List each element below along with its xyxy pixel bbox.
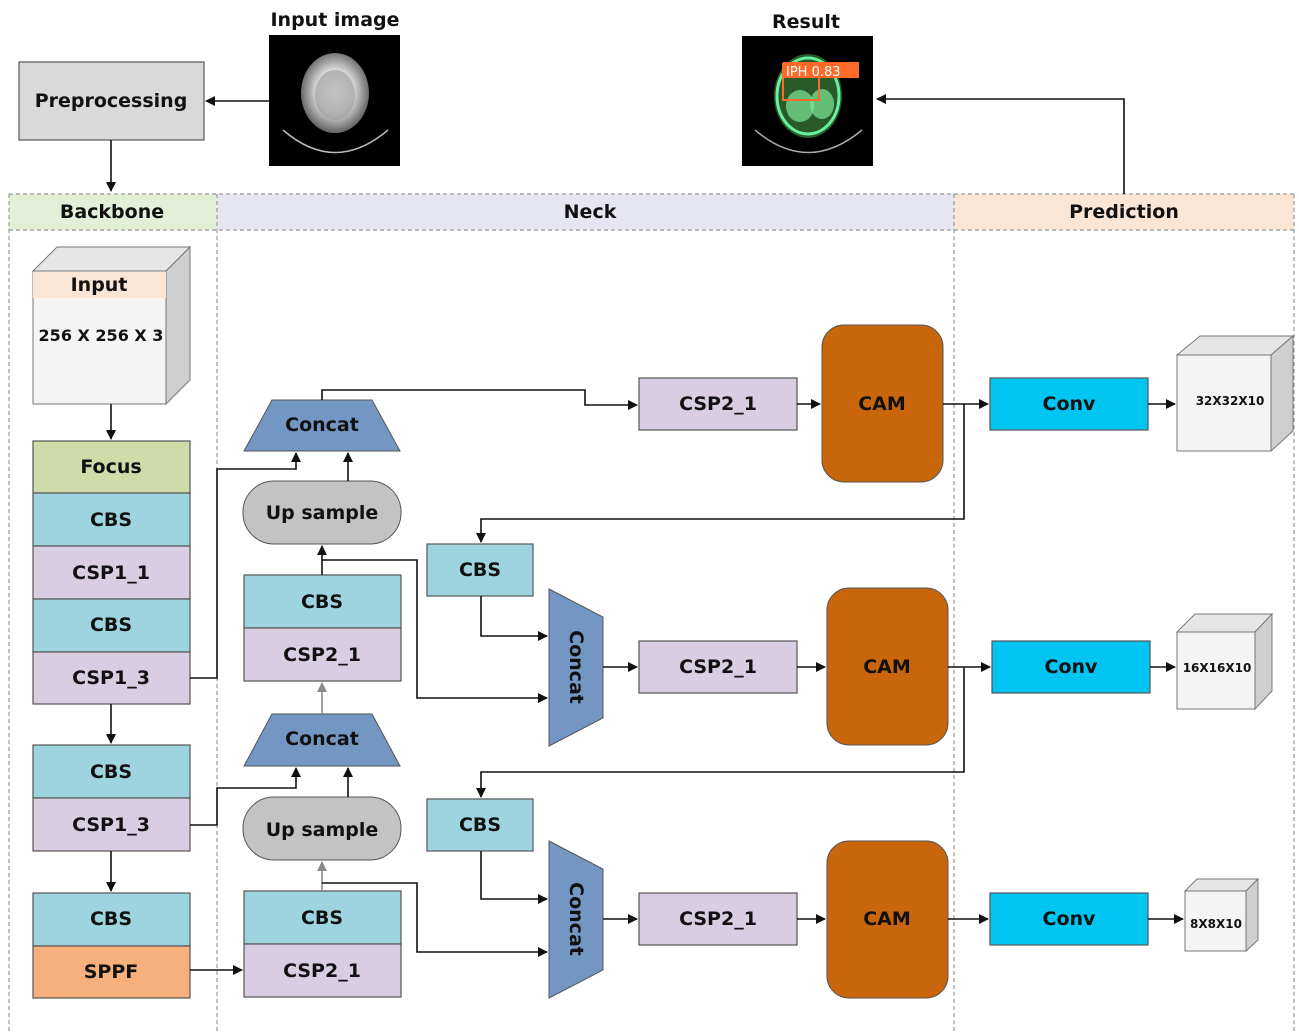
row-1-neck: CSP2_1 CAM xyxy=(638,324,944,483)
input-image xyxy=(269,35,400,166)
concat-vertical-mid-label: Concat xyxy=(565,630,587,704)
upsample-mid: Up sample xyxy=(242,796,402,861)
input-image-label: Input image xyxy=(270,9,399,31)
concat-vertical-mid: Concat xyxy=(548,588,604,747)
concat-top-label: Concat xyxy=(285,414,359,436)
cbs-block-3 xyxy=(32,744,191,799)
cam-row3-label: CAM xyxy=(863,908,911,930)
preprocessing-label: Preprocessing xyxy=(35,90,188,112)
cbs-block-2 xyxy=(32,598,191,653)
cbs-neck-bottom-label: CBS xyxy=(301,907,343,929)
csp2-1-neck-bottom-label: CSP2_1 xyxy=(283,960,361,982)
upsample-top: Up sample xyxy=(242,480,402,545)
cbs-right-bottom-label: CBS xyxy=(459,814,501,836)
upsample-mid-label: Up sample xyxy=(266,819,379,841)
csp2-1-row1-block xyxy=(638,377,798,431)
concat-top: Concat xyxy=(243,399,401,452)
prediction-title: Prediction xyxy=(1069,201,1179,223)
sppf-block xyxy=(32,945,191,999)
output-row1-label: 32X32X10 xyxy=(1196,394,1265,408)
cbs-label-1: CBS xyxy=(90,509,132,531)
neck-title: Neck xyxy=(564,201,617,223)
csp2-1-row2-label: CSP2_1 xyxy=(679,656,757,678)
input-cube: Input 256 X 256 X 3 xyxy=(31,245,192,406)
backbone-stack-2: CBS CSP1_3 xyxy=(32,744,191,852)
neck-stack-bottom: CBS CSP2_1 xyxy=(243,890,402,998)
concat-vertical-bottom-label: Concat xyxy=(565,882,587,956)
csp1-1-label: CSP1_1 xyxy=(72,562,150,584)
csp1-3-label-a: CSP1_3 xyxy=(72,667,150,689)
result-label: Result xyxy=(772,11,840,33)
concat-mid-label: Concat xyxy=(285,728,359,750)
conv-row2-label: Conv xyxy=(1045,656,1099,678)
cbs-block-1 xyxy=(32,492,191,547)
cbs-block-neck-bottom xyxy=(243,890,402,945)
cbs-block-4 xyxy=(32,892,191,947)
csp2-1-block-neck-top xyxy=(243,627,402,682)
input-dims: 256 X 256 X 3 xyxy=(39,326,164,345)
conv-row2: Conv xyxy=(991,640,1151,694)
csp2-1-block-neck-bottom xyxy=(243,943,402,998)
csp2-1-row3-block xyxy=(638,892,798,946)
output-cube-row2: 16X16X10 xyxy=(1175,612,1274,711)
cbs-right-bottom: CBS xyxy=(426,798,534,852)
cbs-right-mid: CBS xyxy=(426,543,534,597)
row-2-neck: CSP2_1 CAM xyxy=(638,587,949,746)
section-frames: Backbone Neck Prediction xyxy=(8,193,1295,1034)
csp2-1-row3-label: CSP2_1 xyxy=(679,908,757,930)
cbs-right-mid-label: CBS xyxy=(459,559,501,581)
cbs-label-4: CBS xyxy=(90,908,132,930)
result-detection-label: IPH 0.83 xyxy=(786,65,841,80)
preprocessing-box: Preprocessing xyxy=(18,61,205,141)
csp1-3-block-b xyxy=(32,797,191,852)
csp2-1-neck-top-label: CSP2_1 xyxy=(283,644,361,666)
upsample-top-label: Up sample xyxy=(266,502,379,524)
cam-row1-label: CAM xyxy=(858,393,906,415)
sppf-label: SPPF xyxy=(84,961,139,983)
backbone-stack-3: CBS SPPF xyxy=(32,892,191,999)
cam-row2-label: CAM xyxy=(863,656,911,678)
conv-row3-label: Conv xyxy=(1043,908,1097,930)
result-image: IPH 0.83 xyxy=(742,36,873,166)
csp1-3-label-b: CSP1_3 xyxy=(72,814,150,836)
backbone-title: Backbone xyxy=(60,201,164,223)
focus-label: Focus xyxy=(80,456,141,478)
prediction-header-bg xyxy=(954,194,1294,230)
neck-header-bg xyxy=(217,194,954,230)
output-cube-row3: 8X8X10 xyxy=(1183,877,1260,953)
backbone-header-bg xyxy=(9,194,217,230)
connectors xyxy=(106,94,1184,975)
concat-vertical-bottom: Concat xyxy=(548,840,604,999)
cbs-label-2: CBS xyxy=(90,614,132,636)
conv-row3: Conv xyxy=(989,892,1149,946)
csp2-1-row1-label: CSP2_1 xyxy=(679,393,757,415)
cbs-label-3: CBS xyxy=(90,761,132,783)
csp2-1-row2-block xyxy=(638,640,798,694)
focus-block xyxy=(32,440,191,494)
row-3-neck: CSP2_1 CAM xyxy=(638,840,949,999)
input-cube-label: Input xyxy=(71,274,128,296)
backbone-stack-1: Focus CBS CSP1_1 CBS CSP1_3 xyxy=(32,440,191,705)
output-row3-label: 8X8X10 xyxy=(1190,917,1242,931)
concat-mid: Concat xyxy=(243,713,401,767)
output-row2-label: 16X16X10 xyxy=(1183,661,1252,675)
neck-stack-top: CBS CSP2_1 xyxy=(243,574,402,682)
output-cube-row1: 32X32X10 xyxy=(1175,334,1295,453)
conv-row1: Conv xyxy=(989,377,1149,431)
cbs-neck-top-label: CBS xyxy=(301,591,343,613)
conv-row1-label: Conv xyxy=(1043,393,1097,415)
